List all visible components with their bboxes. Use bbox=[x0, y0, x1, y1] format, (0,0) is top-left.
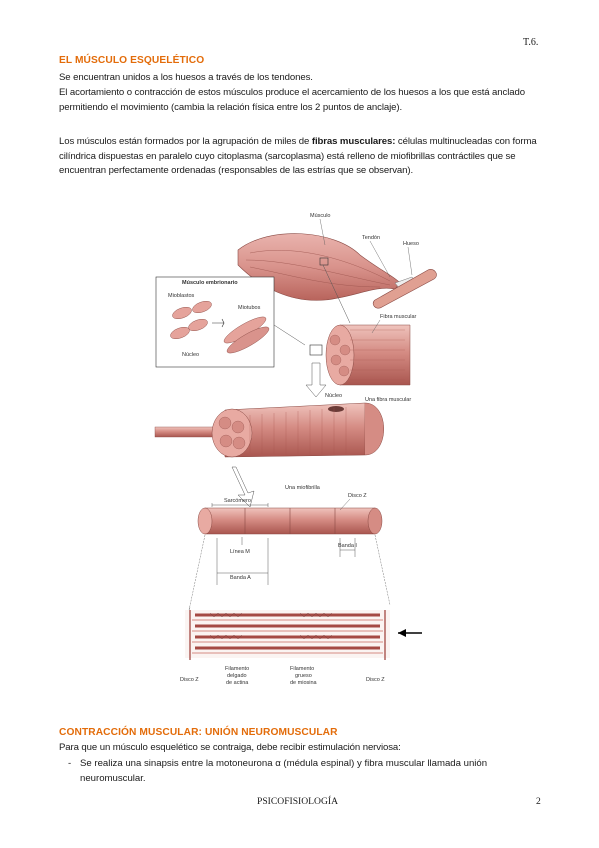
muscle-fiber bbox=[154, 402, 384, 458]
paragraph-estimulacion: Para que un músculo esquelético se contr… bbox=[59, 742, 401, 753]
label-actina-1: Filamento bbox=[225, 666, 249, 672]
bullet-text-sinapsis: Se realiza una sinapsis entre la motoneu… bbox=[80, 758, 488, 784]
myofibril bbox=[197, 503, 383, 585]
bullet-item-sinapsis: - Se realiza una sinapsis entre la moton… bbox=[68, 757, 538, 786]
label-hueso: Hueso bbox=[403, 241, 419, 247]
label-musculo: Músculo bbox=[310, 213, 330, 219]
label-miosina-1: Filamento bbox=[290, 666, 314, 672]
label-tendon: Tendón bbox=[362, 235, 380, 241]
paragraph-fibras-pre: Los músculos están formados por la agrup… bbox=[59, 136, 312, 147]
label-sarcomero: Sarcómero bbox=[224, 498, 251, 504]
paragraph-acortamiento: El acortamiento o contracción de estos m… bbox=[59, 87, 525, 113]
footer-subject: PSICOFISIOLOGÍA bbox=[257, 796, 339, 807]
label-miosina-3: de miosina bbox=[290, 680, 318, 686]
paragraph-fibras-post: células multinucleadas con forma cilíndr… bbox=[59, 136, 537, 177]
label-una-miofibrilla: Una miofibrilla bbox=[285, 485, 321, 491]
label-disco-z-top: Disco Z bbox=[348, 493, 367, 499]
paragraph-fibras: Los músculos están formados por la agrup… bbox=[59, 135, 545, 179]
label-fibra-muscular: Fibra muscular bbox=[380, 314, 417, 320]
skeletal-muscle-figure: Músculo Tendón Hueso Músculo embrionario… bbox=[154, 213, 437, 686]
label-actina-3: de actina bbox=[226, 680, 249, 686]
paragraph-tendones: Se encuentran unidos a los huesos a trav… bbox=[59, 72, 313, 83]
paragraph-fibras-bold: fibras musculares: bbox=[311, 136, 396, 147]
label-miotubos: Miotubos bbox=[238, 305, 261, 311]
label-una-fibra: Una fibra muscular bbox=[365, 397, 411, 403]
bullet-dash: - bbox=[68, 758, 72, 769]
label-actina-2: delgado bbox=[227, 673, 247, 679]
whole-muscle-drawing bbox=[237, 233, 437, 324]
label-banda-a: Banda A bbox=[230, 575, 251, 581]
fascicle-bundle bbox=[309, 324, 411, 386]
section-title-contraccion: CONTRACCIÓN MUSCULAR: UNIÓN NEUROMUSCULA… bbox=[59, 727, 338, 738]
label-musculo-embrionario: Músculo embrionario bbox=[182, 280, 238, 286]
embryonic-muscle-box bbox=[155, 276, 275, 368]
label-banda-i: Banda I bbox=[338, 543, 357, 549]
sarcomere-filaments bbox=[185, 610, 390, 660]
label-nucleo-emb: Núcleo bbox=[182, 352, 199, 358]
topic-code: T.6. bbox=[523, 37, 539, 48]
label-disco-z-right: Disco Z bbox=[366, 677, 385, 683]
label-nucleo: Núcleo bbox=[325, 393, 342, 399]
label-disco-z-left: Disco Z bbox=[180, 677, 199, 683]
label-miosina-2: grueso bbox=[295, 673, 312, 679]
page-number: 2 bbox=[536, 796, 541, 807]
section-title-musculo-esqueletico: EL MÚSCULO ESQUELÉTICO bbox=[59, 55, 205, 66]
label-mioblastos: Mioblastos bbox=[168, 293, 195, 299]
label-linea-m: Línea M bbox=[230, 549, 250, 555]
